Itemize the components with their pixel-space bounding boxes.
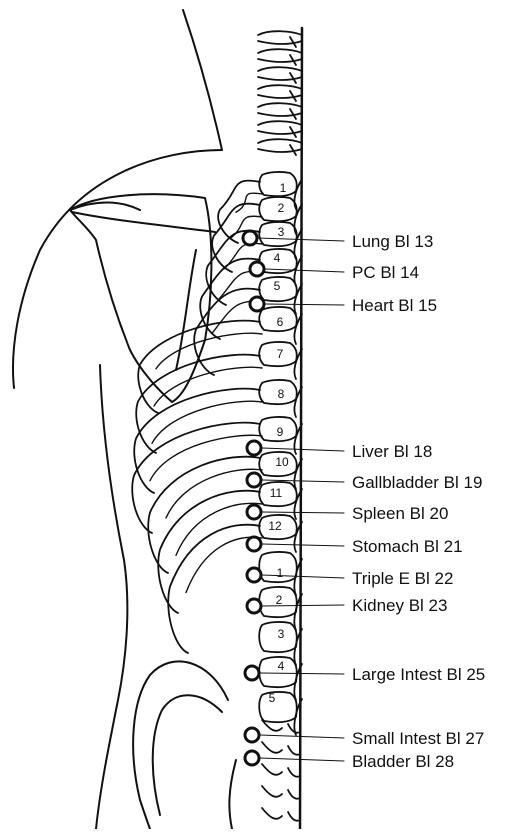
vertebra-numbers: 12345678910111212345 xyxy=(268,181,289,705)
point-label-kidney-bl-23: Kidney Bl 23 xyxy=(352,597,447,614)
point-label-heart-bl-15: Heart Bl 15 xyxy=(352,297,437,314)
point-label-bladder-bl-28: Bladder Bl 28 xyxy=(352,753,454,770)
rib-edge xyxy=(236,193,262,212)
leader-line xyxy=(265,304,344,305)
lumbar-vertebra xyxy=(259,692,297,722)
thoracic-number: 11 xyxy=(270,486,283,500)
acupoint-circle-icon xyxy=(247,568,261,582)
rib xyxy=(148,457,260,573)
rib xyxy=(158,491,260,613)
cervical-vertebra xyxy=(258,121,302,137)
sacral-segment xyxy=(262,786,300,799)
scapula-medial-border xyxy=(176,250,196,370)
cervical-vertebra xyxy=(258,103,302,119)
acupoint-circle-icon xyxy=(247,537,261,551)
leader-line xyxy=(260,673,344,674)
thoracic-vertebra xyxy=(259,172,297,196)
lumbar-number: 4 xyxy=(278,659,285,673)
cervical-vertebra xyxy=(258,31,302,47)
point-label-small-intest-bl-27: Small Intest Bl 27 xyxy=(352,730,484,747)
thoracic-number: 8 xyxy=(278,387,285,401)
point-label-stomach-bl-21: Stomach Bl 21 xyxy=(352,538,463,555)
iliac-crest xyxy=(133,661,228,829)
acupoint-circle-icon xyxy=(247,505,261,519)
thoracic-number: 3 xyxy=(278,225,285,239)
sacral-segment xyxy=(262,808,300,821)
leader-line xyxy=(265,269,344,272)
sacral-segment xyxy=(262,764,300,777)
cervical-vertebra xyxy=(258,85,302,101)
leader-line xyxy=(262,448,344,451)
thoracic-number: 10 xyxy=(275,455,289,469)
scapula xyxy=(70,194,211,402)
thoracic-number: 2 xyxy=(278,201,285,215)
acupoint-circle-icon xyxy=(245,728,259,742)
point-label-pc-bl-14: PC Bl 14 xyxy=(352,264,419,281)
lumbar-number: 5 xyxy=(269,691,276,705)
ribs xyxy=(132,181,262,653)
point-label-lung-bl-13: Lung Bl 13 xyxy=(352,233,433,250)
rib-edge xyxy=(156,333,262,369)
rib xyxy=(138,321,260,413)
lumbar-number: 2 xyxy=(276,593,283,607)
acupoint-circle-icon xyxy=(245,751,259,765)
acupoint-circle-icon xyxy=(247,441,261,455)
point-label-large-intest-bl-25: Large Intest Bl 25 xyxy=(352,666,485,683)
sacrum-outline xyxy=(229,760,236,829)
acupoint-circle-icon xyxy=(250,297,264,311)
thoracic-number: 12 xyxy=(268,519,282,533)
iliac-inner-line xyxy=(153,695,222,815)
point-label-gallbladder-bl-19: Gallbladder Bl 19 xyxy=(352,474,482,491)
torso-side-outline xyxy=(96,365,127,829)
acupoint-circle-icon xyxy=(250,262,264,276)
neck-outline xyxy=(183,10,222,150)
sacral-segment xyxy=(262,742,300,755)
spine-midline xyxy=(300,28,302,829)
point-label-spleen-bl-20: Spleen Bl 20 xyxy=(352,505,448,522)
shoulder-outline xyxy=(13,150,222,388)
acupoint-circles xyxy=(243,231,264,765)
leader-line xyxy=(262,512,344,513)
acupoint-circle-icon xyxy=(243,231,257,245)
thoracic-number: 1 xyxy=(280,181,287,195)
scapula-spine xyxy=(72,212,215,232)
leader-line xyxy=(262,575,344,578)
scapula-acromion xyxy=(70,203,140,211)
thoracic-number: 4 xyxy=(274,251,281,265)
thoracic-number: 7 xyxy=(277,347,284,361)
cervical-vertebra xyxy=(258,67,302,83)
point-label-triple-e-bl-22: Triple E Bl 22 xyxy=(352,570,453,587)
acupoint-circle-icon xyxy=(245,666,259,680)
leader-line xyxy=(260,758,344,761)
thoracic-number: 6 xyxy=(277,315,284,329)
leader-line xyxy=(262,544,344,546)
point-label-liver-bl-18: Liver Bl 18 xyxy=(352,443,432,460)
acupoint-circle-icon xyxy=(247,473,261,487)
leader-line xyxy=(262,605,344,606)
cervical-vertebra xyxy=(258,139,302,155)
lumbar-number: 3 xyxy=(278,627,285,641)
cervical-vertebra xyxy=(258,49,302,65)
acupoint-circle-icon xyxy=(247,599,261,613)
thoracic-number: 9 xyxy=(277,425,284,439)
leader-line xyxy=(260,735,344,738)
thoracic-number: 5 xyxy=(274,279,281,293)
lumbar-number: 1 xyxy=(277,566,284,580)
